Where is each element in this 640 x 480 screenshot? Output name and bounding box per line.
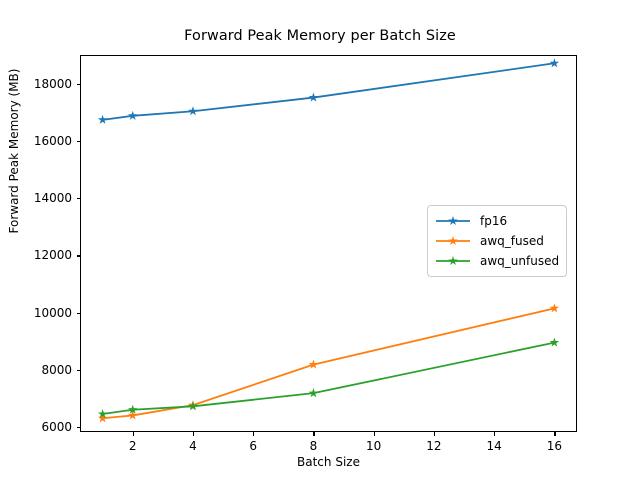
legend-item-awq_fused: awq_fused	[434, 231, 559, 251]
y-tick-label: 12000	[33, 248, 72, 263]
x-tick-mark	[253, 432, 255, 436]
y-tick-label: 18000	[33, 77, 72, 92]
legend-label: awq_unfused	[480, 254, 560, 268]
series-line	[101, 307, 556, 420]
data-point-marker	[127, 110, 138, 120]
x-tick-label: 16	[546, 439, 563, 453]
data-point-marker	[308, 92, 319, 102]
data-point-marker	[97, 413, 108, 423]
legend-item-awq_unfused: awq_unfused	[434, 251, 559, 271]
x-tick-label: 8	[309, 439, 318, 453]
legend-line-sample	[436, 256, 470, 266]
x-tick-label: 6	[249, 439, 258, 453]
y-tick-label: 10000	[33, 305, 72, 320]
series-line	[101, 62, 556, 121]
x-tick-mark	[313, 432, 315, 436]
x-tick-label: 4	[189, 439, 197, 453]
data-point-marker	[97, 409, 108, 419]
x-tick-label: 14	[486, 439, 502, 453]
data-point-marker	[127, 410, 138, 420]
y-tick-mark	[76, 255, 80, 257]
x-tick-label: 12	[426, 439, 442, 453]
x-tick-mark	[494, 432, 496, 436]
y-tick-mark	[76, 198, 80, 200]
data-point-marker	[308, 359, 319, 369]
series-line	[101, 341, 556, 415]
x-axis-label: Batch Size	[297, 455, 360, 469]
chart-legend: fp16 awq_fused awq_unfused	[427, 205, 568, 277]
series-awq_fused	[97, 303, 560, 423]
y-tick-label: 6000	[41, 419, 72, 434]
data-point-marker	[127, 404, 138, 414]
x-tick-mark	[192, 432, 195, 436]
x-tick-label: 2	[128, 439, 137, 453]
y-tick-mark	[76, 141, 80, 143]
data-point-marker	[549, 337, 560, 347]
data-point-marker	[308, 388, 319, 398]
legend-line-sample	[436, 216, 470, 226]
y-tick-mark	[76, 426, 80, 428]
x-tick-label: 10	[366, 439, 382, 453]
y-tick-mark	[76, 312, 80, 314]
y-tick-label: 8000	[41, 362, 72, 377]
y-tick-label: 14000	[33, 191, 72, 206]
y-axis-label: Forward Peak Memory (MB)	[7, 68, 21, 234]
legend-label: awq_fused	[480, 234, 544, 248]
x-tick-mark	[373, 432, 375, 436]
data-point-marker	[549, 58, 560, 68]
x-tick-mark	[554, 432, 556, 436]
y-tick-mark	[76, 369, 80, 371]
y-tick-label: 16000	[33, 134, 72, 149]
y-tick-mark	[76, 84, 80, 86]
chart-title: Forward Peak Memory per Batch Size	[184, 28, 456, 44]
x-tick-mark	[132, 432, 134, 436]
x-tick-mark	[433, 432, 436, 436]
data-point-marker	[188, 401, 198, 411]
data-point-marker	[549, 303, 560, 313]
legend-label: fp16	[480, 214, 508, 228]
legend-item-fp16: fp16	[434, 211, 559, 231]
data-point-marker	[188, 106, 198, 116]
series-awq_unfused	[97, 337, 560, 419]
legend-line-sample	[436, 236, 470, 246]
data-point-marker	[97, 114, 108, 124]
series-fp16	[97, 58, 560, 124]
